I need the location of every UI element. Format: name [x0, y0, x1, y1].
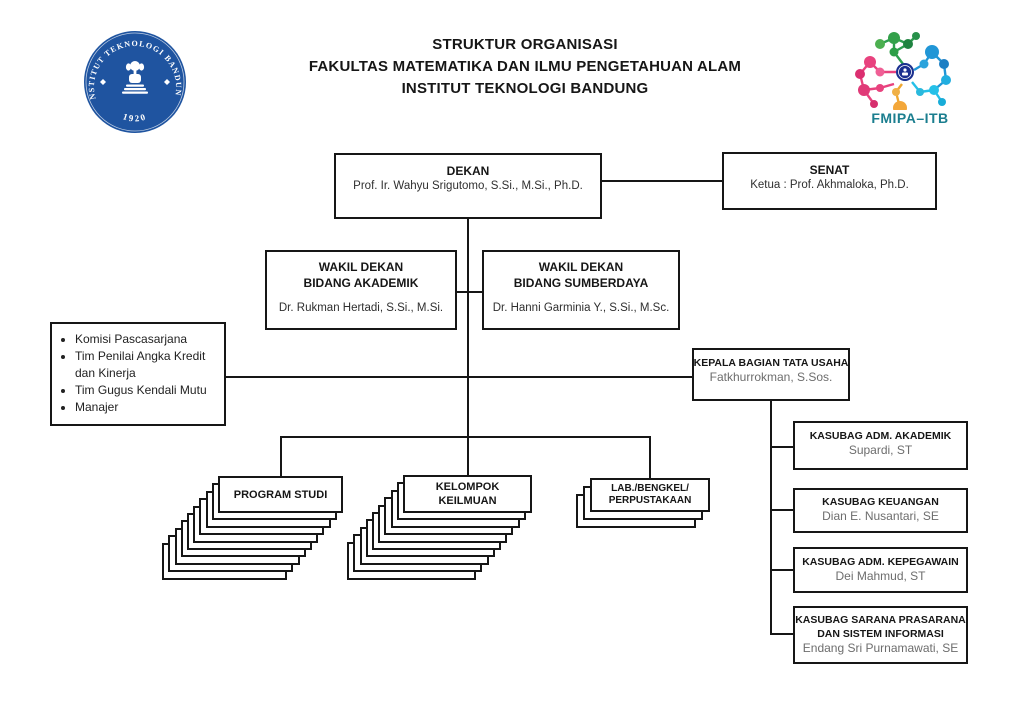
kasubag-akademik-title: KASUBAG ADM. AKADEMIK: [809, 430, 952, 442]
connector-dekan-senat: [602, 180, 722, 182]
fmipa-logo-label: FMIPA–ITB: [871, 110, 949, 126]
kasubag-kepegawaian-title: KASUBAG ADM. KEPEGAWAIN: [802, 556, 959, 568]
svg-text:1920: 1920: [122, 111, 149, 123]
connector-stub-kasubag-1: [770, 446, 793, 448]
connector-main-vertical: [467, 219, 469, 476]
wakil-akademik-name: Dr. Rukman Hertadi, S.Si., M.Si.: [278, 302, 444, 314]
lab-bengkel-label-1: LAB./BENGKEL/: [611, 483, 689, 494]
komisi-list-item: Komisi Pascasarjana: [75, 331, 218, 348]
kelompok-keilmuan-front-box: KELOMPOK KEILMUAN: [403, 475, 532, 513]
program-studi-front-box: PROGRAM STUDI: [218, 476, 343, 513]
kelompok-keilmuan-stack: KELOMPOK KEILMUAN: [347, 475, 532, 580]
komisi-list-box: Komisi Pascasarjana Tim Penilai Angka Kr…: [50, 322, 226, 426]
dekan-name: Prof. Ir. Wahyu Srigutomo, S.Si., M.Si.,…: [353, 180, 583, 192]
title-line-2: FAKULTAS MATEMATIKA DAN ILMU PENGETAHUAN…: [308, 58, 742, 75]
kepala-tu-name: Fatkhurrokman, S.Sos.: [709, 370, 833, 384]
kasubag-sarana-name: Endang Sri Purnamawati, SE: [802, 641, 959, 655]
kasubag-keuangan-title: KASUBAG KEUANGAN: [822, 496, 939, 508]
kepala-tu-title: KEPALA BAGIAN TATA USAHA: [693, 357, 849, 369]
wakil-dekan-akademik-box: WAKIL DEKAN BIDANG AKADEMIK Dr. Rukman H…: [265, 250, 457, 330]
title-line-3: INSTITUT TEKNOLOGI BANDUNG: [401, 80, 649, 97]
komisi-list-item: Manajer: [75, 399, 218, 416]
kepala-tata-usaha-box: KEPALA BAGIAN TATA USAHA Fatkhurrokman, …: [692, 348, 850, 401]
kasubag-akademik-name: Supardi, ST: [848, 443, 913, 457]
wakil-sumberdaya-title-2: BIDANG SUMBERDAYA: [513, 276, 649, 290]
itb-seal-ganesha-figure: [100, 61, 170, 94]
kasubag-keuangan-box: KASUBAG KEUANGAN Dian E. Nusantari, SE: [793, 488, 968, 533]
wakil-dekan-sumberdaya-box: WAKIL DEKAN BIDANG SUMBERDAYA Dr. Hanni …: [482, 250, 680, 330]
dekan-title: DEKAN: [446, 164, 490, 178]
wakil-sumberdaya-name: Dr. Hanni Garminia Y., S.Si., M.Sc.: [492, 302, 670, 314]
kasubag-akademik-box: KASUBAG ADM. AKADEMIK Supardi, ST: [793, 421, 968, 470]
komisi-list-item: Tim Penilai Angka Kredit dan Kinerja: [75, 348, 218, 382]
connector-stub-kasubag-4: [770, 633, 793, 635]
kelompok-keilmuan-label-2: KEILMUAN: [438, 495, 497, 507]
kelompok-keilmuan-label-1: KELOMPOK: [435, 481, 500, 493]
connector-distributor: [280, 436, 651, 438]
connector-drop-lab: [649, 436, 651, 479]
itb-seal-year: 1920: [122, 111, 147, 123]
itb-seal-icon: INSTITUT TEKNOLOGI BANDUNG 1920: [80, 26, 186, 133]
fmipa-molecule-icon: [855, 32, 951, 110]
connector-stub-kasubag-3: [770, 569, 793, 571]
program-studi-stack: PROGRAM STUDI: [162, 476, 343, 580]
wakil-akademik-title-2: BIDANG AKADEMIK: [303, 276, 419, 290]
page-title: STRUKTUR ORGANISASI FAKULTAS MATEMATIKA …: [280, 34, 770, 100]
wakil-akademik-title-1: WAKIL DEKAN: [318, 260, 404, 274]
komisi-list-item: Tim Gugus Kendali Mutu: [75, 382, 218, 399]
kasubag-kepegawaian-name: Dei Mahmud, ST: [835, 569, 926, 583]
connector-wakil-wakil: [457, 291, 482, 293]
kasubag-keuangan-name: Dian E. Nusantari, SE: [822, 509, 939, 523]
komisi-list: Komisi Pascasarjana Tim Penilai Angka Kr…: [60, 331, 218, 416]
kasubag-kepegawaian-box: KASUBAG ADM. KEPEGAWAIN Dei Mahmud, ST: [793, 547, 968, 593]
kasubag-sarana-title: KASUBAG SARANA PRASARANA DAN SISTEM INFO…: [795, 614, 966, 640]
connector-komisi-tatausaha: [225, 376, 692, 378]
lab-bengkel-label-2: PERPUSTAKAAN: [608, 495, 692, 506]
senat-title: SENAT: [809, 163, 850, 177]
connector-stub-kasubag-2: [770, 509, 793, 511]
wakil-sumberdaya-title-1: WAKIL DEKAN: [538, 260, 624, 274]
lab-bengkel-perpustakaan-stack: LAB./BENGKEL/ PERPUSTAKAAN: [576, 478, 710, 528]
senat-box: SENAT Ketua : Prof. Akhmaloka, Ph.D.: [722, 152, 937, 210]
connector-tatausaha-vertical: [770, 401, 772, 635]
connector-drop-programstudi: [280, 436, 282, 477]
dekan-box: DEKAN Prof. Ir. Wahyu Srigutomo, S.Si., …: [334, 153, 602, 219]
lab-bengkel-front-box: LAB./BENGKEL/ PERPUSTAKAAN: [590, 478, 710, 512]
senat-name: Ketua : Prof. Akhmaloka, Ph.D.: [750, 179, 909, 191]
kasubag-sarana-box: KASUBAG SARANA PRASARANA DAN SISTEM INFO…: [793, 606, 968, 664]
program-studi-label: PROGRAM STUDI: [233, 488, 328, 501]
title-line-1: STRUKTUR ORGANISASI: [432, 36, 618, 53]
